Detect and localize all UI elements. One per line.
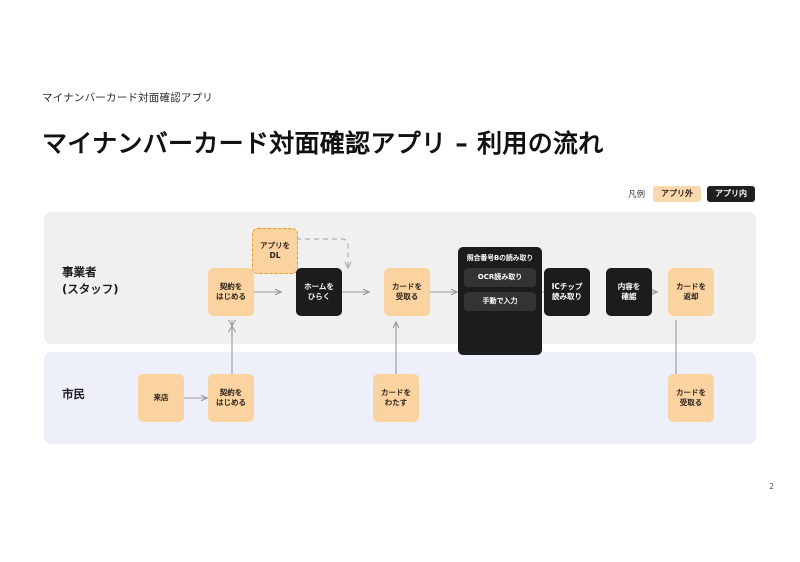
node-open-home-line1: ホームを — [304, 281, 334, 291]
node-visit-store-line1: 来店 — [153, 392, 169, 402]
node-contract-staff-line1: 契約を — [219, 281, 243, 291]
node-contract-staff-line2: はじめる — [216, 292, 246, 301]
flow-connectors — [184, 238, 756, 444]
page-number: 2 — [769, 482, 774, 491]
node-contract-citizen-line1: 契約を — [219, 387, 243, 397]
node-receive-card-line1: カードを — [392, 281, 422, 291]
lane-staff-title-line1: 事業者 — [62, 265, 97, 279]
node-confirm-content-line2: 確認 — [621, 292, 637, 301]
node-contract-citizen[interactable]: 契約を はじめる — [208, 374, 254, 422]
node-hand-card-line1: カードを — [381, 387, 411, 397]
node-ocr-read[interactable]: OCR読み取り — [464, 267, 536, 287]
node-get-card-back[interactable]: カードを 受取る — [668, 374, 714, 422]
node-contract-staff[interactable]: 契約を はじめる — [208, 268, 254, 316]
node-open-home-line2: ひらく — [307, 292, 331, 301]
node-get-card-back-line2: 受取る — [679, 398, 703, 407]
flow-board: 事業者 (スタッフ) 市民 — [44, 212, 756, 444]
node-get-card-back-line1: カードを — [676, 387, 706, 397]
group-read-reference-number-title: 照合番号Bの読み取り — [466, 254, 534, 262]
node-app-dl-line2: DL — [269, 251, 281, 260]
node-hand-card[interactable]: カードを わたす — [373, 374, 419, 422]
legend-chip-outside-app: アプリ外 — [653, 186, 701, 202]
node-open-home[interactable]: ホームを ひらく — [296, 268, 342, 316]
node-return-card[interactable]: カードを 返却 — [668, 268, 714, 316]
node-manual-input[interactable]: 手動で入力 — [464, 291, 536, 311]
node-ic-chip-read-line1: ICチップ — [551, 281, 583, 291]
slide-eyebrow: マイナンバーカード対面確認アプリ — [42, 92, 213, 104]
node-receive-card-line2: 受取る — [395, 292, 419, 301]
node-confirm-content-line1: 内容を — [617, 281, 641, 291]
node-ic-chip-read[interactable]: ICチップ 読み取り — [544, 268, 590, 316]
legend-label: 凡例 — [627, 190, 645, 200]
node-return-card-line1: カードを — [676, 281, 706, 291]
group-read-reference-number: 照合番号Bの読み取り OCR読み取り 手動で入力 — [458, 247, 542, 355]
lane-citizen-title: 市民 — [62, 386, 85, 403]
legend: 凡例 アプリ外 アプリ内 — [628, 186, 755, 202]
node-return-card-line2: 返却 — [683, 292, 699, 301]
lane-citizen-title-line1: 市民 — [62, 387, 85, 401]
node-ic-chip-read-line2: 読み取り — [551, 292, 582, 301]
node-contract-citizen-line2: はじめる — [216, 398, 246, 407]
node-visit-store[interactable]: 来店 — [138, 374, 184, 422]
node-app-dl[interactable]: アプリを DL — [252, 228, 298, 274]
lane-staff-title-line2: (スタッフ) — [62, 281, 119, 296]
node-hand-card-line2: わたす — [384, 398, 408, 407]
node-confirm-content[interactable]: 内容を 確認 — [606, 268, 652, 316]
legend-chip-inside-app: アプリ内 — [707, 186, 755, 202]
lane-staff-title: 事業者 (スタッフ) — [62, 264, 119, 297]
node-app-dl-line1: アプリを — [260, 240, 290, 250]
page-title: マイナンバーカード対面確認アプリ – 利用の流れ — [42, 129, 604, 158]
node-receive-card[interactable]: カードを 受取る — [384, 268, 430, 316]
